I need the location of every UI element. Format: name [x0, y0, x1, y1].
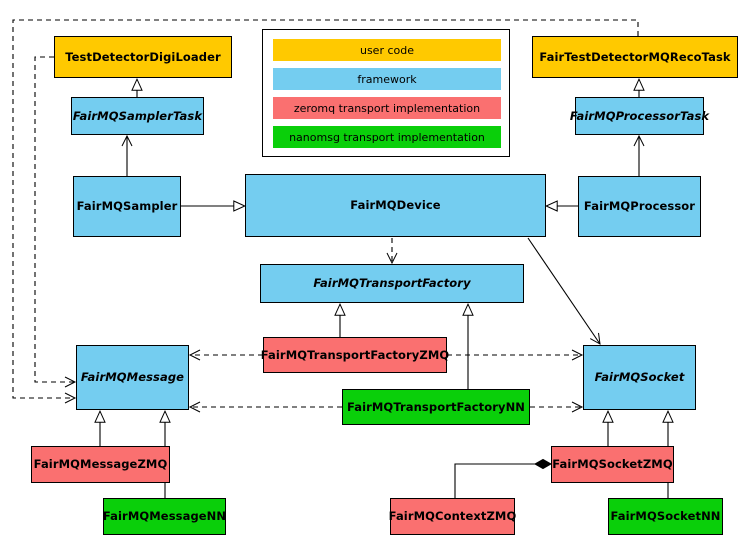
- legend-label: framework: [357, 72, 417, 86]
- legend-item-user-code: user code: [273, 39, 501, 61]
- edge-digiloader-message: [34, 56, 77, 388]
- class-label: FairMQMessageNN: [102, 509, 227, 524]
- class-box-fairmqprocessor[interactable]: FairMQProcessor: [578, 176, 701, 237]
- class-label: FairMQSampler: [76, 199, 178, 214]
- class-label: TestDetectorDigiLoader: [65, 49, 221, 64]
- class-label: FairMQProcessor: [583, 199, 696, 214]
- class-box-fairmqprocessortask[interactable]: FairMQProcessorTask: [570, 97, 709, 135]
- class-box-fairmqtransportfactoryzmq[interactable]: FairMQTransportFactoryZMQ: [260, 337, 450, 373]
- class-box-fairmqdevice[interactable]: FairMQDevice: [245, 174, 546, 237]
- class-box-fairmqmessagezmq[interactable]: FairMQMessageZMQ: [31, 446, 170, 483]
- class-box-fairmqmessage[interactable]: FairMQMessage: [76, 345, 189, 410]
- class-label: FairMQProcessorTask: [569, 108, 710, 123]
- legend-item-nanomsg: nanomsg transport implementation: [273, 126, 501, 148]
- class-box-fairmqmessagenn[interactable]: FairMQMessageNN: [103, 498, 226, 535]
- class-box-testdetectordigiloader[interactable]: TestDetectorDigiLoader: [54, 36, 232, 78]
- class-box-fairtestdetectormqrecotask[interactable]: FairTestDetectorMQRecoTask: [532, 36, 738, 78]
- class-box-fairmqsamplertask[interactable]: FairMQSamplerTask: [71, 97, 204, 135]
- edge-socketzmq-contextzmq: [454, 464, 551, 498]
- class-label: FairMQDevice: [350, 198, 441, 213]
- edge-device-socket: [527, 237, 601, 345]
- legend: user code framework zeromq transport imp…: [262, 29, 510, 157]
- class-box-fairmqsocketnn[interactable]: FairMQSocketNN: [608, 498, 723, 535]
- legend-label: zeromq transport implementation: [293, 101, 481, 115]
- legend-item-zeromq: zeromq transport implementation: [273, 97, 501, 119]
- class-label: FairMQMessageZMQ: [33, 457, 168, 472]
- class-box-fairmqsocket[interactable]: FairMQSocket: [583, 345, 696, 410]
- class-label: FairMQTransportFactoryZMQ: [260, 347, 450, 362]
- class-label: FairTestDetectorMQRecoTask: [539, 49, 731, 64]
- class-label: FairMQSocketNN: [610, 509, 721, 524]
- class-label: FairMQTransportFactory: [313, 276, 471, 291]
- class-box-fairmqtransportfactorynn[interactable]: FairMQTransportFactoryNN: [342, 389, 530, 425]
- class-label: FairMQSamplerTask: [72, 108, 203, 123]
- class-label: FairMQContextZMQ: [388, 509, 517, 524]
- legend-item-framework: framework: [273, 68, 501, 90]
- class-box-fairmqsocketzmq[interactable]: FairMQSocketZMQ: [551, 446, 674, 483]
- class-box-fairmqcontextzmq[interactable]: FairMQContextZMQ: [388, 498, 517, 535]
- class-box-fairmqtransportfactory[interactable]: FairMQTransportFactory: [260, 264, 524, 303]
- legend-label: nanomsg transport implementation: [289, 130, 485, 144]
- class-label: FairMQSocketZMQ: [552, 457, 673, 472]
- class-box-fairmqsampler[interactable]: FairMQSampler: [73, 176, 181, 237]
- class-label: FairMQTransportFactoryNN: [346, 399, 526, 414]
- class-label: FairMQSocket: [594, 370, 685, 385]
- legend-label: user code: [359, 43, 415, 57]
- class-label: FairMQMessage: [80, 370, 185, 385]
